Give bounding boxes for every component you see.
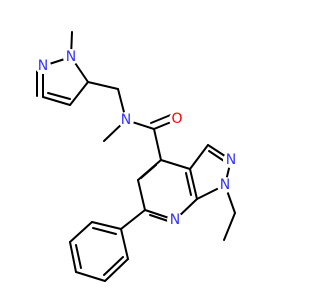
bond — [69, 81, 89, 106]
bond-double — [103, 256, 124, 276]
bond — [189, 168, 198, 200]
bond-double — [150, 113, 174, 124]
bond — [160, 159, 191, 170]
bond-double — [92, 227, 117, 235]
bond — [104, 258, 129, 282]
bond-double — [47, 92, 71, 100]
atom-symbol: N — [66, 49, 76, 65]
atom-symbol: N — [121, 112, 131, 128]
bond-double — [75, 244, 82, 269]
molecule-drawing: N N N O N N N — [35, 31, 239, 282]
bond-layer — [36, 31, 236, 282]
bond — [189, 144, 209, 170]
bond — [153, 128, 162, 161]
bond — [69, 241, 77, 273]
bond — [223, 212, 236, 241]
atom-n-pyrazole-top: N — [35, 58, 51, 74]
bond-double — [140, 164, 157, 179]
atom-n-ethyl: N — [217, 177, 233, 193]
atom-symbol: N — [226, 152, 236, 168]
atom-n-pyridine: N — [167, 212, 183, 228]
atom-label-layer: N N N O N N N — [35, 49, 239, 228]
structure-diagram: N N N O N N N — [35, 31, 239, 282]
bond — [42, 96, 71, 106]
atom-symbol: N — [220, 177, 230, 193]
bond — [75, 271, 106, 282]
atom-o-carbonyl: O — [169, 111, 185, 127]
atom-n-ring-right: N — [223, 152, 239, 168]
bond — [69, 221, 93, 243]
atom-symbol: O — [171, 111, 182, 127]
bond — [137, 179, 146, 211]
atom-n-amide: N — [118, 112, 134, 128]
atom-symbol: N — [38, 58, 48, 74]
bond-double — [185, 172, 192, 196]
bond — [91, 221, 122, 230]
bond — [120, 209, 146, 230]
atom-symbol: N — [170, 212, 180, 228]
atom-n-pyrazole-methyl: N — [63, 49, 79, 65]
bond — [87, 81, 119, 90]
bond — [120, 228, 129, 260]
